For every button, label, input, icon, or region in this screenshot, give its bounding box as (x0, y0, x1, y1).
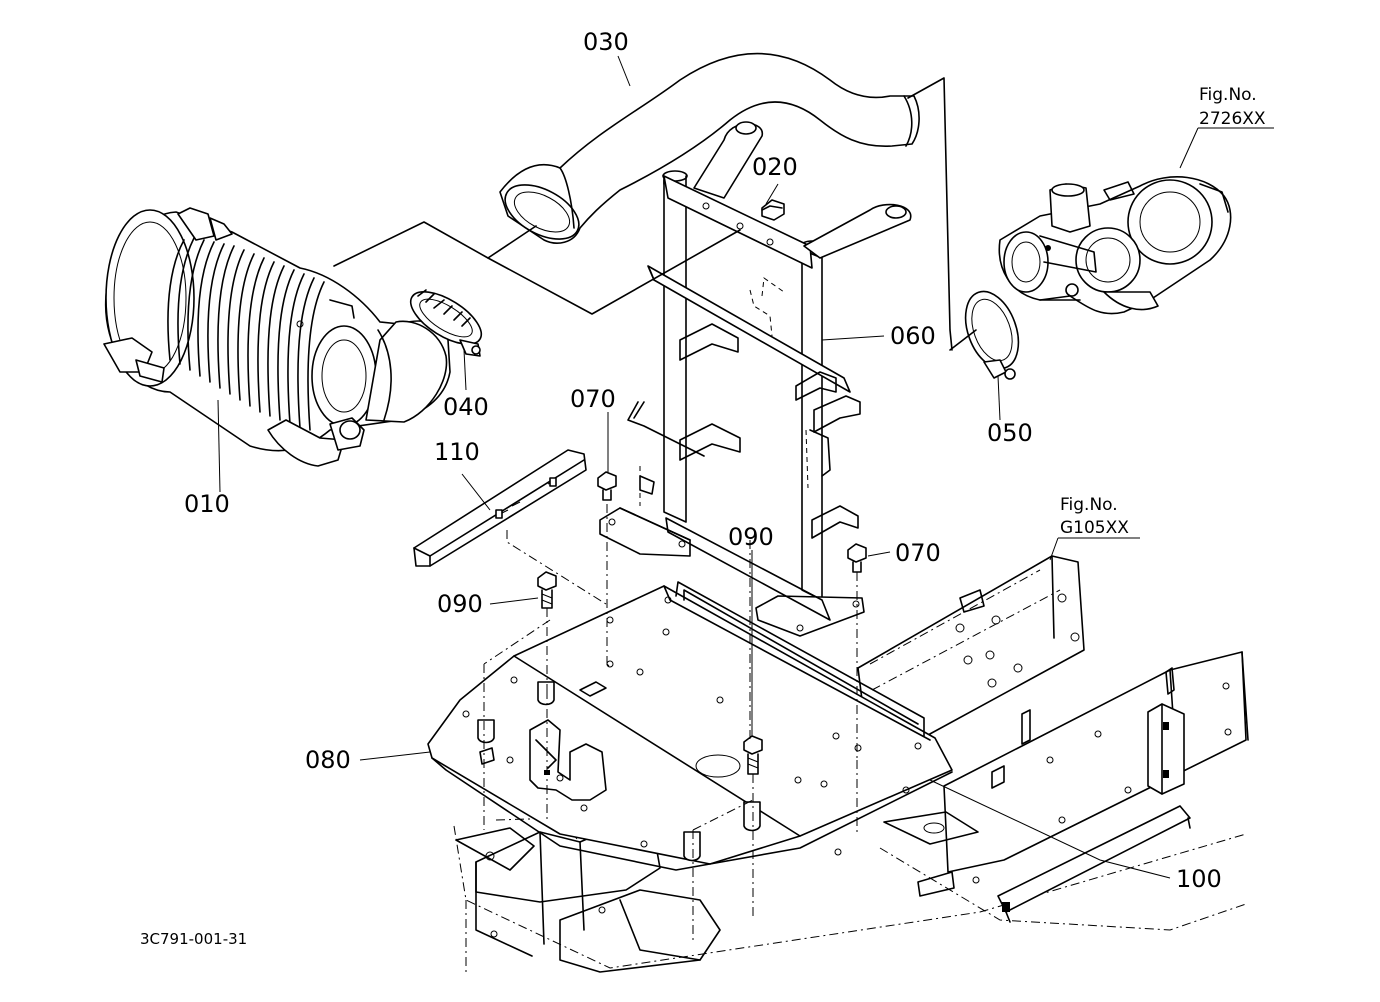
turbocharger-drawing (998, 176, 1232, 315)
callout-090-left: 090 (437, 590, 483, 618)
callout-080: 080 (305, 746, 351, 774)
bolt-020-drawing (761, 199, 785, 221)
rail-110-drawing (413, 449, 587, 567)
callout-070-left: 070 (570, 385, 616, 413)
stand-bracket-drawing (599, 121, 912, 637)
intake-hose-drawing (499, 52, 920, 244)
bolt-090-right-drawing (743, 735, 763, 775)
air-cleaner-drawing (103, 207, 451, 467)
callout-040: 040 (443, 393, 489, 421)
connector-lines (333, 77, 1081, 351)
callout-020: 020 (752, 153, 798, 181)
callout-090-right: 090 (728, 523, 774, 551)
machine-frame-drawing (453, 555, 1249, 973)
fig-ref-turbo-line2: 2726XX (1199, 109, 1266, 129)
drawing-code: 3C791-001-31 (140, 930, 247, 948)
callout-030: 030 (583, 28, 629, 56)
band-clamp-drawing (964, 290, 1020, 380)
callout-100: 100 (1176, 865, 1222, 893)
bolt-070-right-drawing (847, 543, 867, 573)
hose-clamp-drawing (409, 289, 483, 357)
cover-plate-drawing (427, 581, 953, 871)
callout-070-right: 070 (895, 539, 941, 567)
bolt-090-left-drawing (537, 571, 557, 609)
callout-060: 060 (890, 322, 936, 350)
fig-ref-frame-line2: G105XX (1060, 518, 1129, 538)
callout-050: 050 (987, 419, 1033, 447)
callout-010: 010 (184, 490, 230, 518)
fig-ref-turbo-line1: Fig.No. (1199, 85, 1257, 105)
callout-110: 110 (434, 438, 480, 466)
figure-references: Fig.No. 2726XX Fig.No. G105XX (1060, 85, 1266, 538)
bolt-070-left-drawing (597, 471, 617, 501)
assembly-lines (483, 504, 858, 944)
fig-ref-frame-line1: Fig.No. (1060, 495, 1118, 515)
leader-lines (217, 55, 1274, 879)
callout-labels: 030 020 060 010 040 050 070 070 080 090 … (184, 28, 1222, 893)
